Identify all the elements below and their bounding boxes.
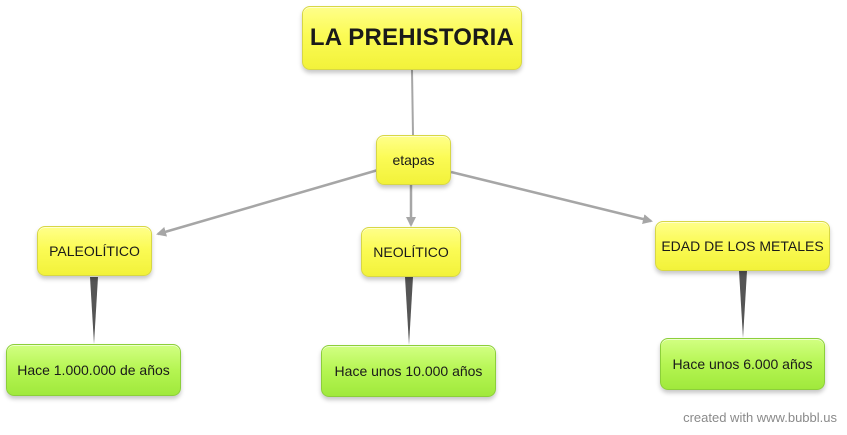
detail-node-label: Hace unos 6.000 años: [672, 356, 813, 372]
stage-node-neolitico[interactable]: NEOLÍTICO: [361, 227, 461, 277]
detail-node-paleolitico[interactable]: Hace 1.000.000 de años: [6, 344, 181, 396]
stage-node-paleolitico[interactable]: PALEOLÍTICO: [37, 226, 152, 276]
root-topic-node[interactable]: LA PREHISTORIA: [302, 6, 522, 70]
arrow-hub-to-edad-metales: [450, 170, 653, 224]
stage-node-edad-metales[interactable]: EDAD DE LOS METALES: [655, 221, 830, 271]
spike-neolitico-to-detail: [405, 277, 413, 345]
spike-paleolitico-to-detail: [90, 277, 98, 344]
stage-node-label: NEOLÍTICO: [373, 244, 449, 260]
stage-node-label: EDAD DE LOS METALES: [661, 238, 824, 254]
hub-node-label: etapas: [392, 152, 435, 168]
detail-node-label: Hace 1.000.000 de años: [17, 362, 170, 378]
credit-watermark: created with www.bubbl.us: [683, 410, 837, 425]
hub-node-etapas[interactable]: etapas: [376, 135, 451, 185]
arrow-hub-to-paleolitico: [156, 168, 379, 237]
detail-node-edad-metales[interactable]: Hace unos 6.000 años: [660, 338, 825, 390]
root-topic-label: LA PREHISTORIA: [309, 24, 515, 51]
spike-edad-metales-to-detail: [739, 271, 747, 338]
detail-node-label: Hace unos 10.000 años: [334, 363, 483, 379]
stage-node-label: PALEOLÍTICO: [49, 243, 140, 259]
detail-node-neolitico[interactable]: Hace unos 10.000 años: [321, 345, 496, 397]
connector-root-to-hub: [411, 69, 414, 136]
